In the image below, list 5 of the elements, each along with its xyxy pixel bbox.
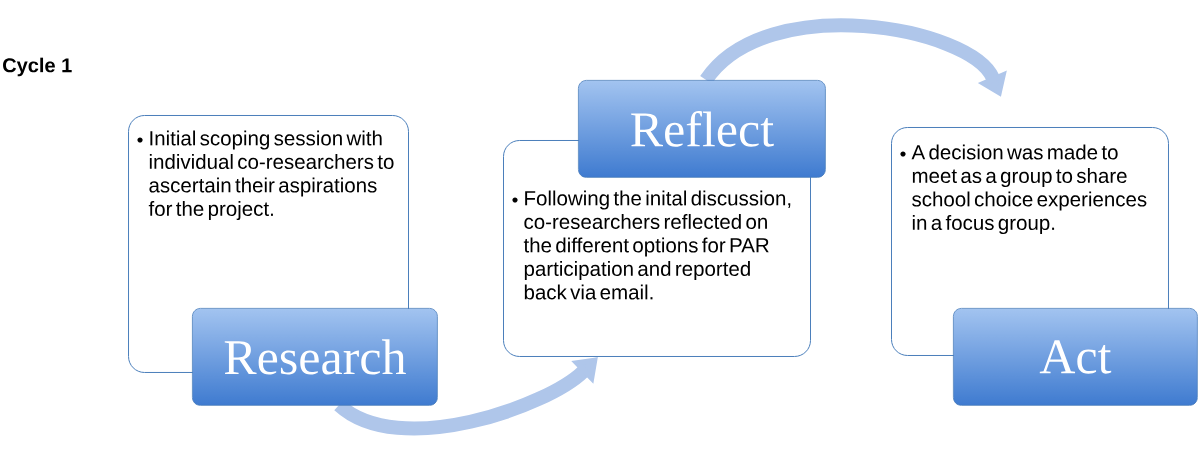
label-box: Reflect: [578, 80, 826, 178]
label-box: Research: [192, 308, 438, 406]
heading: Cycle 1: [3, 57, 72, 77]
curved-arrow: [335, 357, 598, 436]
label-box: Act: [953, 308, 1198, 406]
